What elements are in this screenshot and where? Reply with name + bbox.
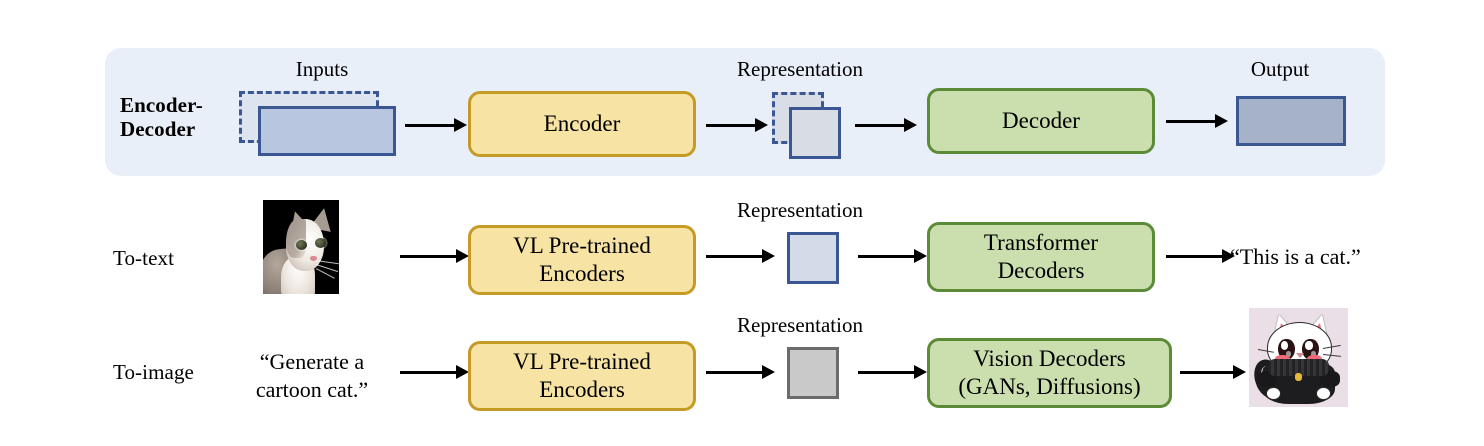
arrow-decoder-to-text-output: [1166, 249, 1236, 263]
output-rectangle: [1236, 96, 1346, 146]
representation-stack-front: [789, 107, 841, 159]
input-text-value: “Generate a cartoon cat.”: [255, 349, 369, 403]
row-label-to-text: To-text: [113, 246, 175, 270]
input-photo-cat: [263, 200, 339, 294]
box-vl-encoders-to-text-label: VL Pre-trained Encoders: [513, 232, 651, 286]
arrow-representation-to-decoder: [855, 118, 917, 132]
representation-square-row2: [787, 232, 839, 284]
caption-inputs: Inputs: [295, 57, 349, 81]
arrow-encoder-to-representation: [706, 118, 768, 132]
box-vl-encoders-to-image-label: VL Pre-trained Encoders: [513, 348, 651, 402]
caption-representation-row2: Representation: [737, 198, 863, 222]
arrow-decoder-to-output: [1166, 114, 1228, 128]
input-text-generate-a-cartoon-cat: “Generate a cartoon cat.”: [232, 348, 392, 404]
output-text-this-is-a-cat: “This is a cat.”: [1230, 244, 1361, 269]
row-label-to-image: To-image: [113, 360, 194, 384]
input-stack-front: [258, 106, 396, 156]
caption-output: Output: [1250, 57, 1310, 81]
row-label-encoder-decoder: Encoder-Decoder: [120, 93, 203, 142]
arrow-encoder-to-representation-row3: [706, 365, 776, 379]
arrow-representation-to-decoder-row3: [858, 365, 928, 379]
box-vl-encoders-to-text[interactable]: VL Pre-trained Encoders: [468, 225, 696, 295]
box-decoder[interactable]: Decoder: [927, 88, 1155, 154]
arrow-text-to-encoder: [400, 365, 470, 379]
arrow-representation-to-decoder-row2: [858, 249, 928, 263]
arrow-input-to-encoder: [405, 118, 467, 132]
arrow-decoder-to-image-output: [1180, 365, 1246, 379]
box-vision-decoders[interactable]: Vision Decoders (GANs, Diffusions): [927, 338, 1172, 408]
box-transformer-decoders[interactable]: Transformer Decoders: [927, 222, 1155, 292]
representation-square-row3: [787, 347, 839, 399]
box-vl-encoders-to-image[interactable]: VL Pre-trained Encoders: [468, 341, 696, 411]
caption-representation-row1: Representation: [737, 57, 863, 81]
arrow-photo-to-encoder: [400, 249, 470, 263]
box-transformer-decoders-label: Transformer Decoders: [983, 229, 1099, 283]
caption-representation-row3: Representation: [737, 313, 863, 337]
output-cartoon-cat: [1249, 308, 1348, 407]
arrow-encoder-to-representation-row2: [706, 249, 776, 263]
box-encoder[interactable]: Encoder: [468, 91, 696, 157]
box-vision-decoders-label: Vision Decoders (GANs, Diffusions): [958, 345, 1141, 399]
